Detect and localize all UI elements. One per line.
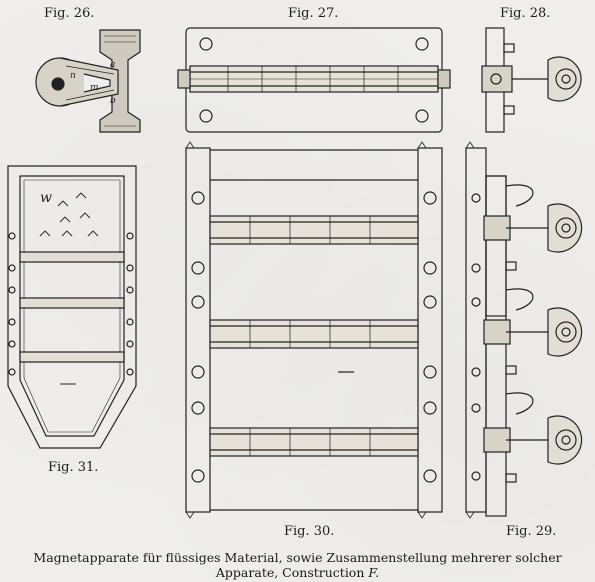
fig26-drawing (35, 29, 141, 133)
fig30-label: Fig. 30. (284, 524, 335, 539)
fig31-label: Fig. 31. (48, 460, 99, 475)
fig26-letter-b: b (110, 96, 116, 106)
fig31-drawing (7, 165, 137, 449)
caption-construction-letter: F. (368, 565, 380, 580)
fig26-letter-m: m (90, 83, 99, 93)
fig26-letter-n: n (70, 71, 76, 81)
fig27-drawing (177, 27, 451, 133)
fig28-label: Fig. 28. (500, 6, 551, 21)
caption-line-2: Apparate, Construction F. (0, 565, 595, 580)
caption-line-2-text: Apparate, Construction (215, 565, 365, 580)
fig28-drawing (481, 27, 582, 133)
fig29-drawing (465, 141, 583, 519)
fig26-label: Fig. 26. (44, 6, 95, 21)
fig29-label: Fig. 29. (506, 524, 557, 539)
caption-line-1: Magnetapparate für flüssiges Material, s… (33, 550, 562, 565)
fig30-drawing (185, 141, 443, 519)
fig31-letter-w: w (40, 190, 52, 206)
fig27-label: Fig. 27. (288, 6, 339, 21)
fig26-letter-a: a (110, 60, 115, 70)
